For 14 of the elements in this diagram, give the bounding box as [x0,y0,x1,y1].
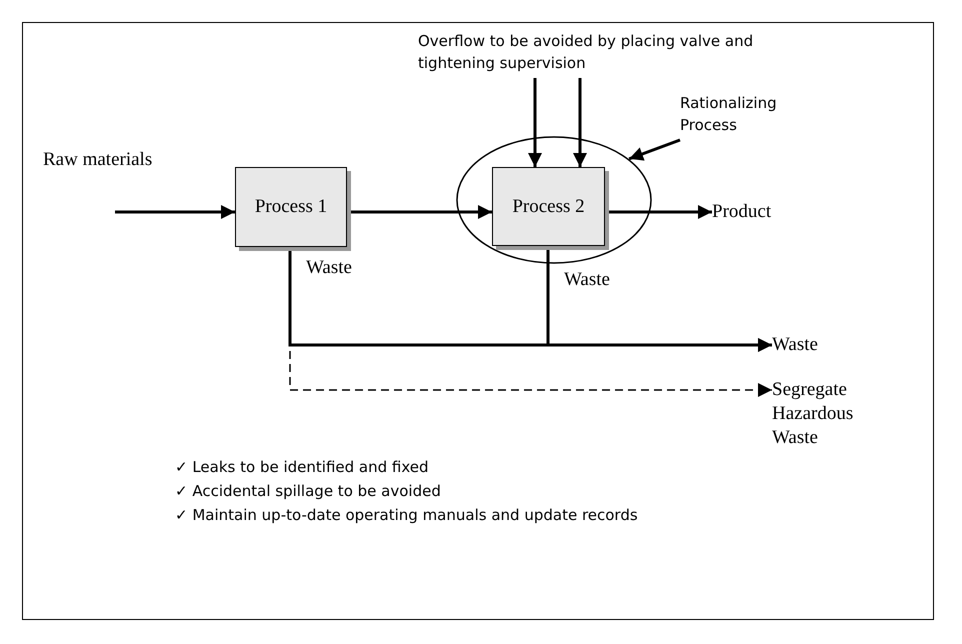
output-label: Product [712,200,792,224]
arrow [573,78,587,167]
arrow [528,78,542,167]
input-label: Raw materials [43,148,168,212]
output-label: Segregate Hazardous Waste [772,378,867,450]
annotation-text: Rationalizing Process [680,92,795,140]
annotation-text: Overflow to be avoided by placing valve and tightening supervision [418,30,768,78]
output-label: Waste [772,333,842,357]
checklist-item: ✓ Accidental spillage to be avoided [175,481,442,502]
checklist-item: ✓ Leaks to be identified and fixed [175,457,430,478]
checklist-item: ✓ Maintain up-to-date operating manuals and update records [175,505,639,526]
arrow [115,205,235,219]
ellipse-outline [456,136,652,264]
leader-line [628,138,681,161]
